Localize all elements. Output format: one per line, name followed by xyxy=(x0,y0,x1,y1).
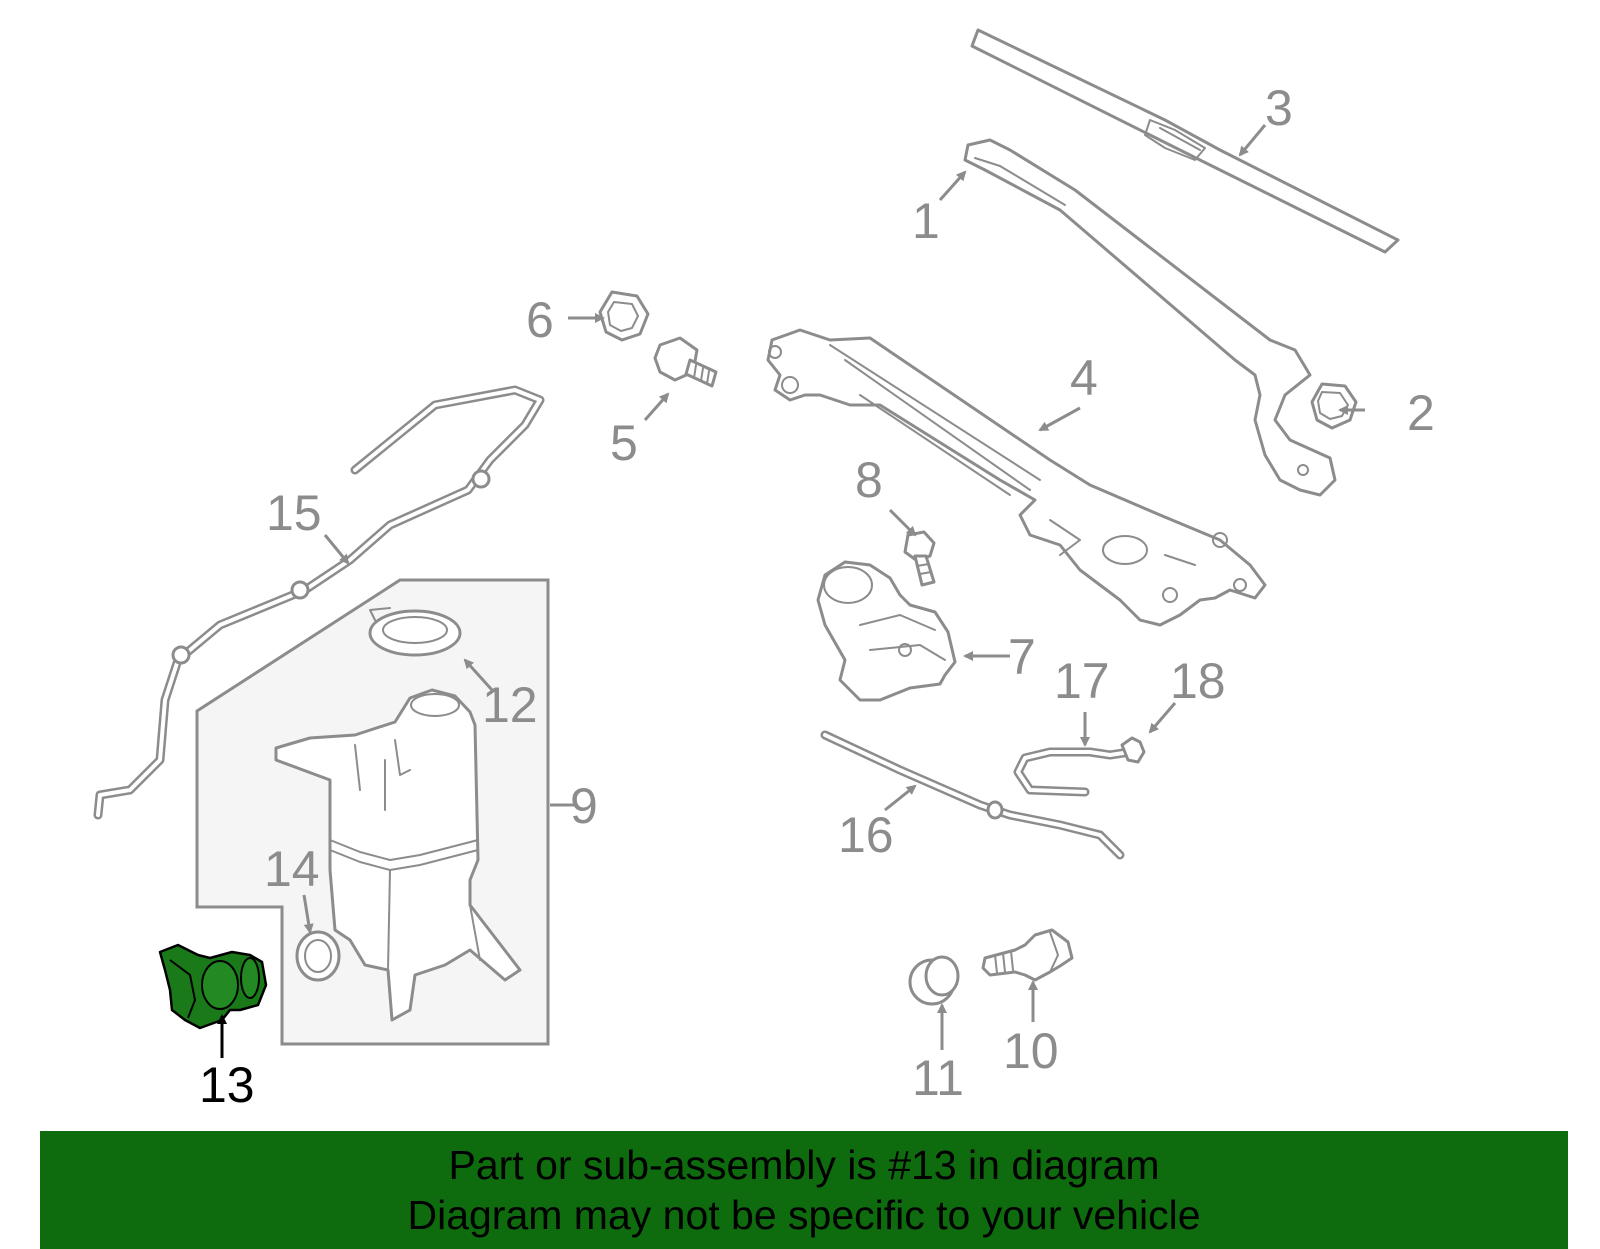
callout-18: 18 xyxy=(1170,653,1226,709)
wiper-linkage xyxy=(766,328,1267,627)
washer-hose-16 xyxy=(820,730,1125,860)
washer-reservoir xyxy=(274,688,522,1022)
washer-pump-highlighted[interactable] xyxy=(158,943,268,1030)
banner-line-disclaimer: Diagram may not be specific to your vehi… xyxy=(407,1192,1201,1238)
info-banner: Part or sub-assembly is #13 in diagram D… xyxy=(40,1131,1568,1249)
callout-12: 12 xyxy=(482,677,538,733)
linkage-nut xyxy=(598,290,650,342)
callout-16: 16 xyxy=(838,807,894,863)
pump-grommet xyxy=(295,930,341,982)
callout-1: 1 xyxy=(912,193,940,249)
banner-line-part: Part or sub-assembly is #13 in diagram xyxy=(448,1142,1160,1188)
reservoir-cap-seal xyxy=(368,607,462,657)
callout-14: 14 xyxy=(264,841,320,897)
callout-4: 4 xyxy=(1070,350,1098,406)
washer-hose-15 xyxy=(93,385,545,820)
hose-connector xyxy=(1120,736,1146,764)
motor-bolt xyxy=(903,530,936,587)
wiper-blade xyxy=(970,28,1400,254)
callout-17: 17 xyxy=(1054,653,1110,709)
wiper-arm xyxy=(963,138,1337,497)
arm-nut xyxy=(1310,382,1358,430)
callout-3: 3 xyxy=(1265,80,1293,136)
leader-lines xyxy=(217,124,1365,1058)
callout-7: 7 xyxy=(1008,629,1036,685)
linkage-bolt xyxy=(653,336,718,388)
callout-9: 9 xyxy=(570,778,598,834)
callout-11: 11 xyxy=(912,1050,964,1106)
callout-13: 13 xyxy=(199,1057,255,1113)
callout-5: 5 xyxy=(610,415,638,471)
callout-8: 8 xyxy=(855,452,883,508)
level-sensor xyxy=(981,928,1074,982)
callout-15: 15 xyxy=(266,485,322,541)
washer-hose-17 xyxy=(1013,747,1135,797)
nozzle-cap xyxy=(908,955,960,1006)
callout-2: 2 xyxy=(1407,385,1435,441)
callout-10: 10 xyxy=(1003,1023,1059,1079)
callout-6: 6 xyxy=(526,292,554,348)
wiper-motor xyxy=(816,560,957,702)
